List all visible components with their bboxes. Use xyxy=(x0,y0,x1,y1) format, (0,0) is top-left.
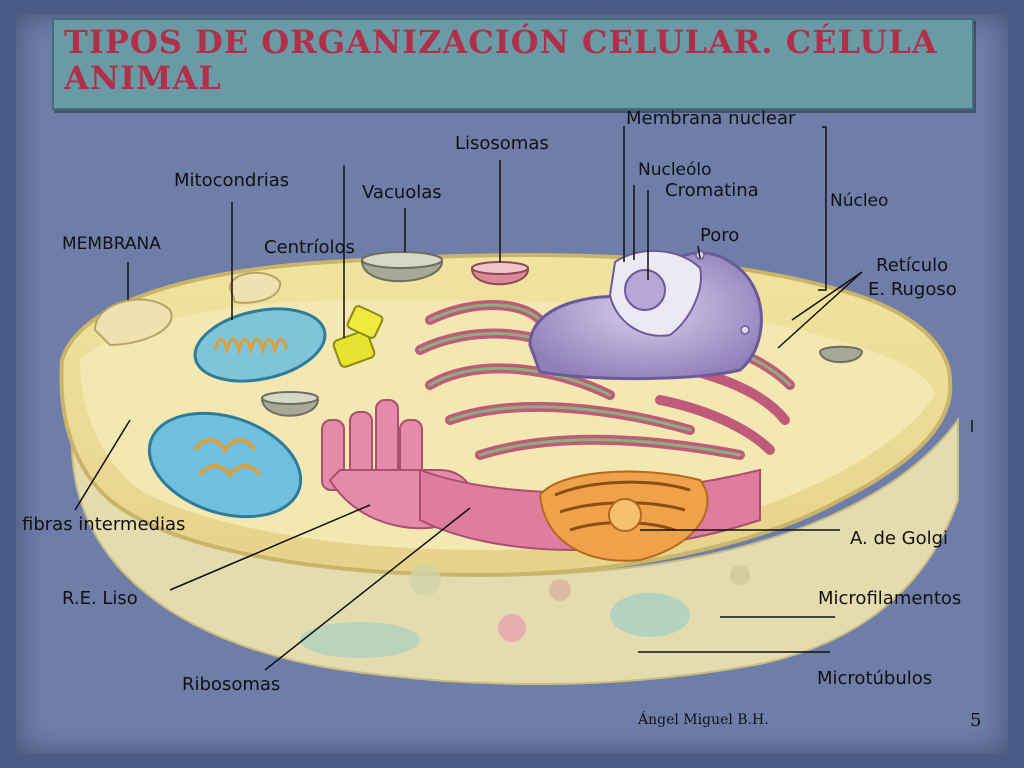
membrane-fold xyxy=(93,298,173,347)
label-nucleo: Núcleo xyxy=(830,191,889,211)
lysosome-lower xyxy=(498,614,526,642)
label-microfilamentos: Microfilamentos xyxy=(818,588,962,609)
label-reticulo-line-1: Retículo xyxy=(876,255,949,276)
label-membrana-nuclear: Membrana nuclear xyxy=(626,108,796,129)
slide-title: TIPOS DE ORGANIZACIÓN CELULAR. CÉLULA AN… xyxy=(64,24,938,96)
vacuole-top-rim xyxy=(361,251,443,269)
mitochondrion-bottom xyxy=(147,411,303,519)
label-poro: Poro xyxy=(700,225,740,246)
label-fibras-intermedias: fibras intermedias xyxy=(22,514,186,535)
label-vacuolas: Vacuolas xyxy=(362,182,442,203)
lysosome-rim xyxy=(471,261,529,275)
vacuole-right xyxy=(818,345,864,364)
vesicle xyxy=(549,579,571,601)
microtubule-tube xyxy=(610,593,690,637)
label-reticulo-line-2: E. Rugoso xyxy=(868,279,957,300)
title-line-1: TIPOS DE ORGANIZACIÓN CELULAR. CÉLULA xyxy=(64,23,938,61)
label-re-liso: R.E. Liso xyxy=(62,588,138,609)
vesicle xyxy=(409,564,441,596)
author-footer: Ángel Miguel B.H. xyxy=(638,712,769,728)
label-reticulo: Retículo E. Rugoso xyxy=(868,254,957,302)
label-microtubulos: Microtúbulos xyxy=(817,668,933,689)
label-cromatina: Cromatina xyxy=(665,180,759,201)
label-nucleolo: Nucleólo xyxy=(638,160,712,180)
label-ribosomas: Ribosomas xyxy=(182,674,281,695)
label-centriolos: Centríolos xyxy=(264,237,355,258)
page-number: 5 xyxy=(970,710,982,731)
label-golgi: A. de Golgi xyxy=(850,528,949,549)
vacuole-mid-rim xyxy=(261,391,319,405)
title-box: TIPOS DE ORGANIZACIÓN CELULAR. CÉLULA AN… xyxy=(52,18,974,110)
mitochondrion-cristae xyxy=(213,337,289,356)
leader-lines xyxy=(74,126,973,671)
centrioles xyxy=(332,305,384,368)
label-mitocondrias: Mitocondrias xyxy=(174,170,290,191)
title-line-2: ANIMAL xyxy=(64,59,222,97)
vesicle xyxy=(730,565,750,585)
nuclear-pore xyxy=(740,325,750,335)
mitochondrion-cristae xyxy=(193,438,262,479)
label-membrana: MEMBRANA xyxy=(62,234,161,254)
golgi-apparatus xyxy=(538,470,709,562)
membrane-fold xyxy=(228,271,282,304)
label-lisosomas: Lisosomas xyxy=(455,133,549,154)
microtubule-tube xyxy=(300,622,420,658)
nucleolus xyxy=(624,269,666,311)
